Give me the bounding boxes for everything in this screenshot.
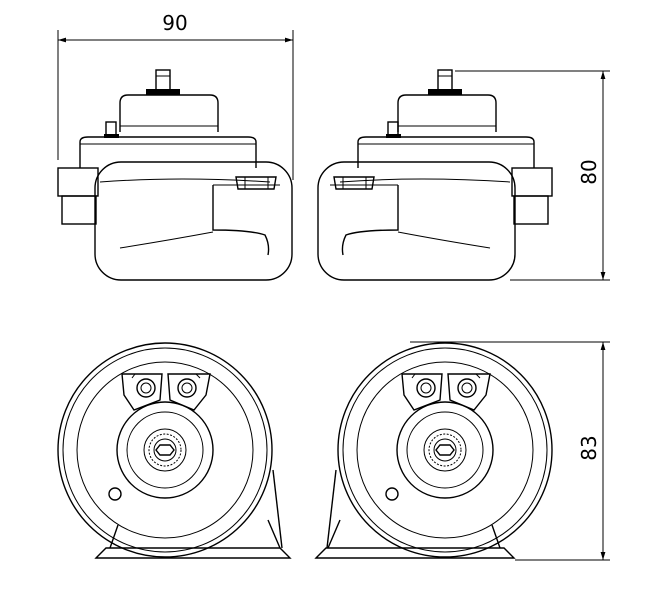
height-dimension: 80 xyxy=(455,70,610,281)
side-view-left xyxy=(57,69,293,281)
front-view-right xyxy=(314,342,553,559)
diameter-dimension: 83 xyxy=(410,341,610,561)
height-dimension-label: 80 xyxy=(577,159,601,184)
diameter-dimension-label: 83 xyxy=(577,435,601,460)
front-view-left xyxy=(57,342,292,559)
width-dimension-label: 90 xyxy=(162,11,187,35)
width-dimension: 90 xyxy=(57,11,294,180)
side-view-right xyxy=(317,69,553,281)
